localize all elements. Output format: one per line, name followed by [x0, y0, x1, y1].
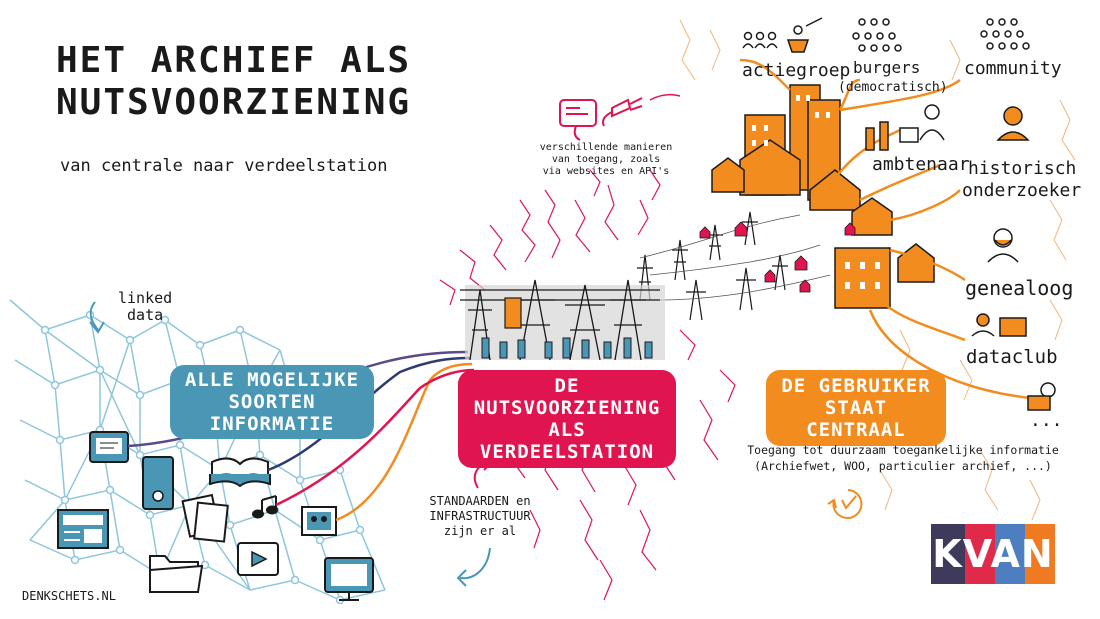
city-buildings [711, 84, 935, 309]
user-connections [739, 58, 1031, 400]
monitor-icon [89, 431, 129, 463]
plug-icon [559, 93, 681, 141]
video-icon [237, 542, 279, 576]
linked-data-line-1: linked [118, 289, 173, 307]
small-houses [699, 221, 856, 293]
folder-icon [149, 555, 204, 593]
banner-utility-station: DE NUTSVOORZIENING ALS VERDEELSTATION [458, 370, 676, 468]
user-dataclub: dataclub [966, 346, 1058, 368]
user-more: ... [1030, 410, 1063, 431]
input-cables [127, 350, 475, 522]
banner-information-types: ALLE MOGELIJKE SOORTEN INFORMATIE [170, 365, 374, 439]
standards-line-1: STANDAARDEN en [429, 494, 531, 508]
credit-label: DENKSCHETS.NL [22, 589, 116, 603]
clock-icon [827, 489, 863, 519]
screen-icon [324, 557, 374, 601]
banner-information-line-2: SOORTEN INFORMATIE [209, 391, 335, 435]
banner-user-line-2: STAAT CENTRAAL [806, 397, 906, 441]
banner-user-line-1: DE GEBRUIKER [781, 375, 931, 397]
page-subtitle: van centrale naar verdeelstation [60, 156, 388, 176]
user-burgers-note: (democratisch) [838, 80, 948, 95]
standards-line-2: INFRASTRUCTUUR [429, 509, 531, 523]
title-line-1: HET ARCHIEF ALS [56, 40, 412, 81]
standards-line-3: zijn er al [443, 524, 517, 538]
access-statement-line-2: (Archiefwet, WOO, particulier archief, .… [754, 459, 1052, 473]
newspaper-icon [57, 509, 109, 549]
photo-icon [301, 506, 337, 536]
linked-data-line-2: data [127, 306, 164, 324]
page-title: HET ARCHIEF ALS NUTSVOORZIENING [56, 40, 411, 124]
access-note: verschillende manieren van toegang, zoal… [536, 142, 676, 178]
kvan-logo: KVAN [931, 524, 1055, 584]
access-note-line-3: via websites en API's [542, 166, 670, 177]
kvan-logo-text: KVAN [932, 532, 1054, 576]
banner-utility-line-2: ALS VERDEELSTATION [479, 419, 655, 463]
people-icon [742, 17, 1056, 411]
title-line-2: NUTSVOORZIENING [56, 82, 412, 123]
access-note-line-1: verschillende manieren [539, 142, 673, 153]
access-note-line-2: van toegang, zoals [551, 154, 661, 165]
user-historisch: historisch [968, 158, 1077, 179]
user-genealoog: genealoog [965, 276, 1074, 300]
distribution-station [460, 279, 665, 361]
user-actiegroep: actiegroep [742, 60, 851, 81]
linked-data-label: linked data [118, 290, 172, 324]
book-icon [209, 457, 271, 488]
access-statement: Toegang tot duurzaam toegankelijke infor… [738, 442, 1068, 474]
banner-information-line-1: ALLE MOGELIJKE [184, 369, 360, 391]
linked-data-arrow [89, 301, 99, 331]
standards-arrow-teal [459, 547, 491, 580]
binder-icon [142, 456, 174, 510]
documents-icon [181, 493, 229, 543]
user-community: community [964, 58, 1062, 79]
banner-utility-line-1: DE NUTSVOORZIENING [473, 375, 661, 419]
music-icon [252, 495, 278, 519]
user-onderzoeker: onderzoeker [962, 180, 1082, 201]
user-burgers: burgers [853, 58, 921, 77]
access-statement-line-1: Toegang tot duurzaam toegankelijke infor… [747, 443, 1059, 457]
user-ambtenaar: ambtenaar [872, 154, 970, 175]
standards-note: STANDAARDEN en INFRASTRUCTUUR zijn er al [420, 494, 540, 539]
banner-user-central: DE GEBRUIKER STAAT CENTRAAL [766, 370, 946, 446]
orange-grid-lines [679, 19, 1076, 521]
